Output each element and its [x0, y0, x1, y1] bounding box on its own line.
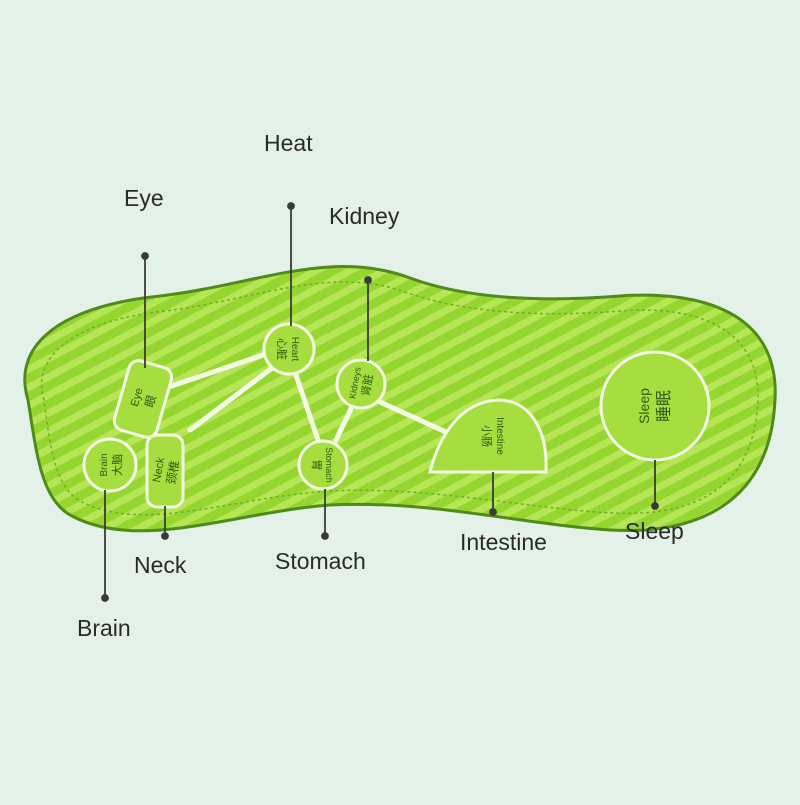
callout-sleep: Sleep: [625, 518, 684, 544]
zone-neck-label: Neck: [151, 456, 167, 483]
zone-stomach-label: Stomach: [324, 447, 334, 483]
insole-outline: [23, 265, 777, 533]
zone-eye-label-zh: 眼: [142, 394, 159, 409]
leader-lines: [101, 202, 659, 602]
zone-intestine-label: Intestine: [494, 417, 505, 455]
callout-brain: Brain: [77, 615, 131, 641]
zone-intestine: Intestine 小肠: [428, 398, 548, 474]
zone-heart-label: Heart: [289, 337, 300, 362]
zone-stomach-label-zh: 胃: [310, 460, 323, 471]
zone-neck: Neck 颈椎: [145, 433, 185, 509]
callout-stomach: Stomach: [275, 548, 366, 574]
zone-brain-label: Brain: [99, 453, 110, 476]
zone-brain-label-zh: 大脑: [110, 454, 124, 476]
zone-intestine-label-zh: 小肠: [480, 425, 493, 447]
zone-sleep-label-zh: 睡眠: [655, 390, 673, 422]
zone-kidneys-label-zh: 肾脏: [359, 373, 376, 397]
zone-eye-label: Eye: [129, 387, 146, 409]
zone-heart-label-zh: 心脏: [275, 338, 288, 360]
callout-kidney: Kidney: [329, 203, 400, 229]
callout-intestine: Intestine: [460, 529, 547, 555]
callout-neck: Neck: [134, 552, 187, 578]
callout-heat: Heat: [264, 130, 313, 156]
zone-stomach: Stomach 胃: [297, 439, 349, 491]
zone-kidneys: Kidneys 肾脏: [335, 358, 387, 410]
callout-eye: Eye: [124, 185, 164, 211]
zone-sleep: Sleep 睡眠: [599, 350, 711, 462]
zone-neck-label-zh: 颈椎: [163, 459, 182, 485]
zone-eye: Eye 眼: [112, 359, 174, 439]
zone-brain: Brain 大脑: [82, 437, 138, 493]
zone-sleep-label: Sleep: [636, 388, 652, 424]
zone-heart: Heart 心脏: [262, 322, 316, 376]
insole-stitching: [41, 281, 759, 516]
